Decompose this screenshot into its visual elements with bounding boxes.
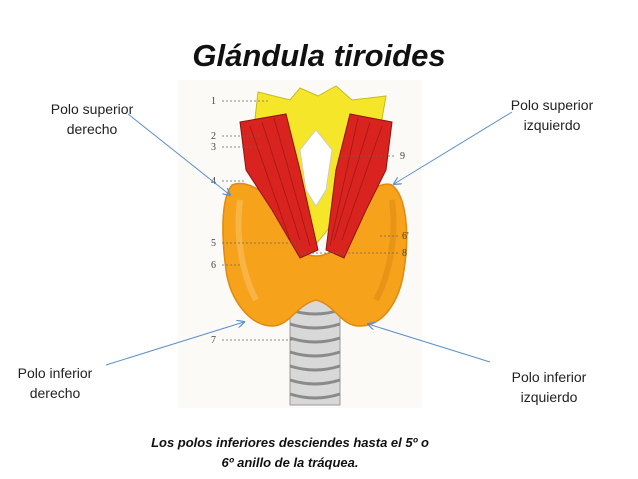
trachea <box>289 299 341 406</box>
leader-lines <box>222 100 398 341</box>
fig-number-6: 6 <box>211 260 216 271</box>
caption: Los polos inferiores desciendes hasta el… <box>151 435 429 470</box>
fig-number-3: 3 <box>211 142 216 153</box>
fig-number-2: 2 <box>211 131 216 142</box>
arrow-superior-left <box>394 111 513 184</box>
fig-number-9: 9 <box>400 151 405 162</box>
muscles <box>239 113 393 259</box>
label-polo-superior-derecho: Polo superior derecho <box>50 101 134 137</box>
fig-number-7: 7 <box>211 335 216 346</box>
label-polo-superior-izquierdo: Polo superior izquierdo <box>510 97 594 133</box>
label-polo-inferior-izquierdo: Polo inferior izquierdo <box>511 369 587 405</box>
arrow-inferior-right <box>105 322 244 366</box>
fig-number-1: 1 <box>211 96 216 107</box>
fig-number-6-prime: 6' <box>402 231 409 242</box>
pointer-arrows <box>105 111 513 366</box>
arrow-inferior-left <box>368 324 491 363</box>
label-polo-inferior-derecho: Polo inferior derecho <box>17 365 93 401</box>
fig-number-8: 8 <box>402 248 407 259</box>
page-title: Glándula tiroides <box>192 38 446 73</box>
arrow-superior-right <box>127 113 230 195</box>
fig-number-5: 5 <box>211 238 216 249</box>
